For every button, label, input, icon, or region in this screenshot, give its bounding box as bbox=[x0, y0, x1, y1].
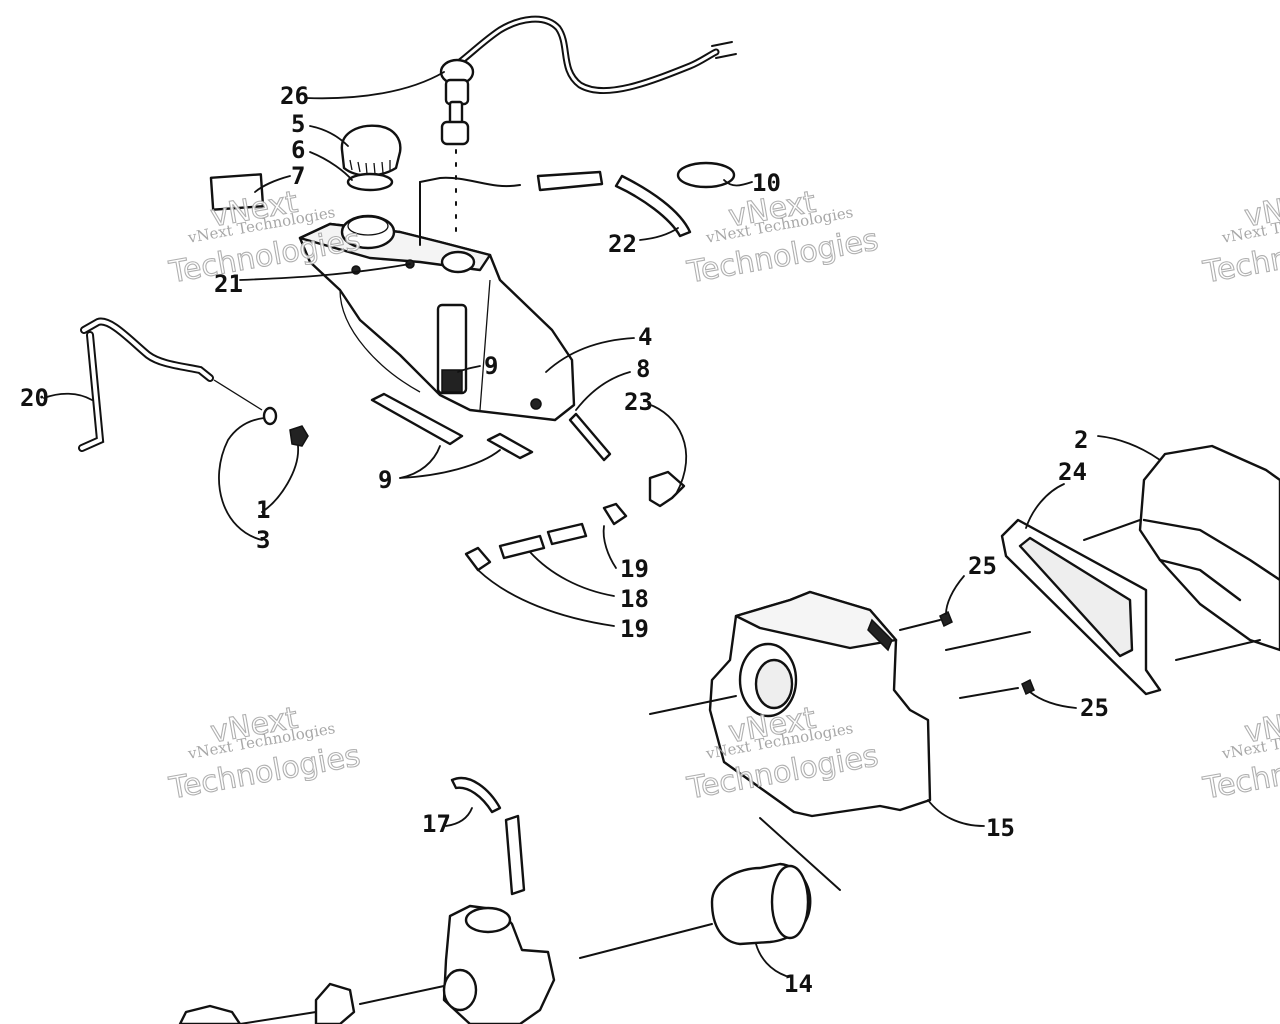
callout-9-lower: 9 bbox=[378, 466, 392, 494]
callout-3: 3 bbox=[256, 526, 270, 554]
callout-24: 24 bbox=[1058, 458, 1087, 486]
fuel-line-assembly[interactable] bbox=[464, 470, 686, 572]
fuel-sender-assembly[interactable] bbox=[439, 15, 737, 241]
callout-7: 7 bbox=[291, 162, 305, 190]
callout-9-upper: 9 bbox=[484, 352, 498, 380]
callout-2: 2 bbox=[1074, 426, 1088, 454]
callout-14: 14 bbox=[784, 970, 813, 998]
callout-25-upper: 25 bbox=[968, 552, 997, 580]
leader-lines bbox=[43, 71, 1161, 977]
callout-19-upper: 19 bbox=[620, 555, 649, 583]
fuel-cap[interactable] bbox=[340, 124, 402, 192]
vent-hose[interactable] bbox=[419, 170, 692, 246]
callout-18: 18 bbox=[620, 585, 649, 613]
hose-clamp-ring[interactable] bbox=[676, 161, 753, 189]
watermark: vNext vNext Technologies Technologies bbox=[1200, 184, 1280, 291]
callout-21: 21 bbox=[214, 270, 243, 298]
tank-pads[interactable] bbox=[370, 392, 612, 462]
callout-15: 15 bbox=[986, 814, 1015, 842]
callout-8: 8 bbox=[636, 355, 650, 383]
callout-5: 5 bbox=[291, 110, 305, 138]
intake-silencer[interactable] bbox=[899, 444, 1280, 699]
intake-boot[interactable] bbox=[579, 862, 812, 959]
callout-1: 1 bbox=[256, 496, 270, 524]
callout-6: 6 bbox=[291, 136, 305, 164]
watermark: vNext vNext Technologies Technologies bbox=[166, 700, 364, 807]
callout-10: 10 bbox=[752, 169, 781, 197]
callout-26: 26 bbox=[280, 82, 309, 110]
watermark: vNext vNext Technologies Technologies bbox=[684, 184, 882, 291]
callout-25-lower: 25 bbox=[1080, 694, 1109, 722]
callout-22: 22 bbox=[608, 230, 637, 258]
callout-20: 20 bbox=[20, 384, 49, 412]
callout-labels: 26 5 6 7 10 22 21 4 9 8 23 20 1 3 9 2 24… bbox=[20, 82, 1109, 998]
mount-bracket[interactable] bbox=[78, 317, 309, 452]
decal-plate[interactable] bbox=[209, 173, 265, 211]
callout-19-lower: 19 bbox=[620, 615, 649, 643]
callout-17: 17 bbox=[422, 810, 451, 838]
watermark: vNext vNext Technologies Technologies bbox=[1200, 700, 1280, 807]
callout-4: 4 bbox=[638, 323, 652, 351]
carburetor[interactable] bbox=[178, 777, 556, 1024]
airbox[interactable] bbox=[649, 590, 932, 891]
callout-23: 23 bbox=[624, 388, 653, 416]
fuel-tank[interactable] bbox=[298, 214, 576, 422]
